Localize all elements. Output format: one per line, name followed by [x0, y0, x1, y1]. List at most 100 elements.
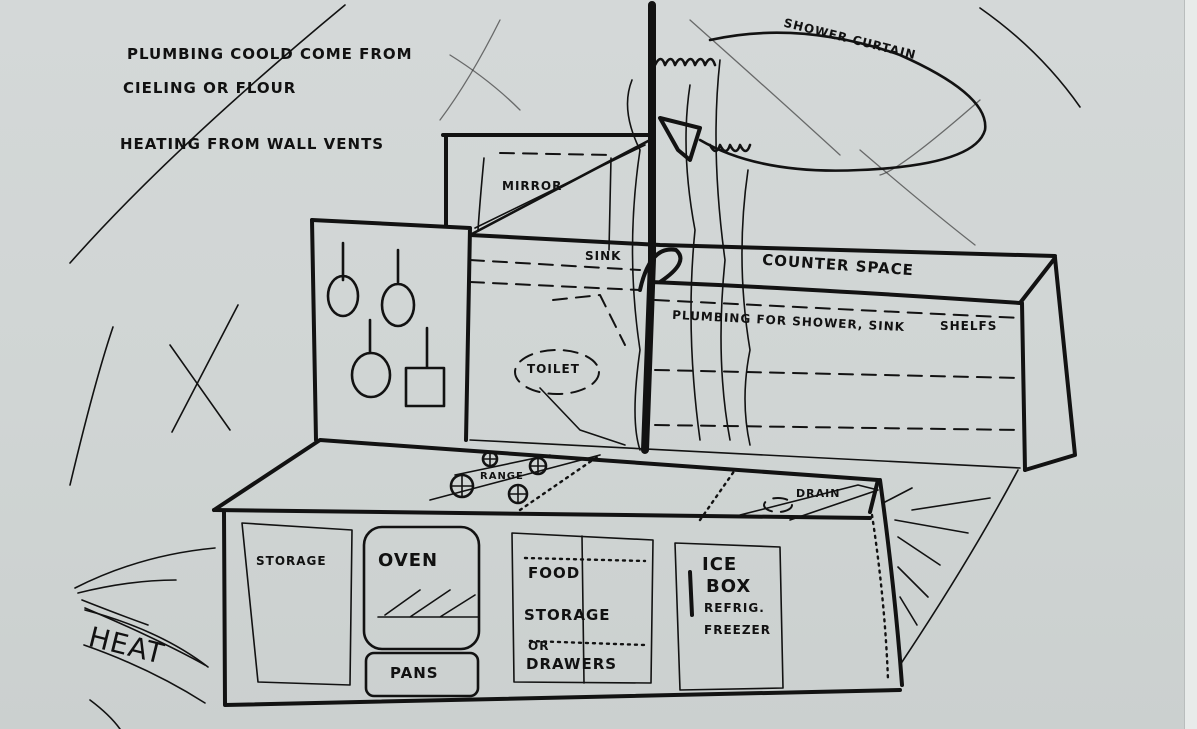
mirror-right: [608, 157, 612, 251]
label-drawers: Drawers: [526, 655, 618, 673]
label-pans: Pans: [390, 664, 439, 682]
guide-bottom-1: [74, 547, 216, 589]
guide-x-1: [169, 344, 231, 431]
counter-block: [468, 233, 1077, 472]
curtain-ellipse: [698, 31, 987, 172]
toilet-bowl: [514, 349, 600, 395]
note-plumbing-line2: cieling or flour: [123, 79, 297, 97]
label-drain: Drain: [796, 487, 841, 500]
label-toilet: Toilet: [527, 362, 580, 376]
label-refrig: Refrig.: [704, 601, 765, 615]
shelf-line-5: [654, 424, 1021, 431]
shelf-line-1: [469, 259, 641, 271]
drain-dotted-1: [698, 468, 737, 522]
ray-4: [897, 536, 941, 566]
label-shelfs: Shelfs: [940, 319, 998, 333]
label-range: Range: [480, 471, 524, 482]
oven-door: [362, 525, 481, 651]
ray-6: [899, 596, 918, 626]
oven-window-hatch: [377, 589, 479, 618]
counter-base: [469, 439, 1021, 469]
guide-faint-1: [449, 54, 521, 111]
range-guide-1: [429, 454, 601, 501]
guide-bottom-5: [89, 699, 121, 729]
guide-faint-4: [859, 149, 976, 246]
ray-3: [894, 519, 969, 534]
countertop-front: [212, 508, 872, 520]
burner-icon: [528, 456, 548, 476]
curtain-fold-1: [626, 79, 641, 451]
kitchen-unit: [212, 438, 904, 707]
shelf-line-4: [654, 369, 1021, 379]
ray-5: [897, 566, 929, 598]
guide-right-diag: [899, 469, 1019, 666]
ray-2: [911, 497, 991, 511]
toilet-sketch: [514, 294, 626, 446]
pans-drawer: [364, 651, 480, 698]
note-plumbing-line1: Plumbing coold come from: [127, 45, 413, 63]
label-food-storage: Storage: [524, 606, 611, 624]
counter-top-back: [468, 233, 1057, 258]
toilet-base: [539, 387, 626, 446]
toilet-tank: [552, 294, 626, 346]
curtain-fold-3: [715, 59, 731, 441]
sink-faucet: [638, 247, 683, 292]
label-box: Box: [706, 576, 752, 597]
mirror-panel: [441, 133, 652, 251]
mirror-diagonal-2: [474, 144, 646, 229]
food-shelf-dot-1: [523, 556, 647, 563]
pegboard-outline: [310, 218, 472, 442]
counter-front-edge: [1020, 301, 1027, 472]
countertop-back: [212, 438, 880, 514]
unit-right-edge: [878, 478, 904, 687]
note-heating: Heating from wall vents: [120, 135, 385, 153]
curtain-fold-2: [685, 84, 701, 441]
curtain-rings-bottom: [708, 143, 752, 153]
shower-head: [658, 116, 702, 162]
icebox-handle: [688, 570, 694, 617]
counter-side: [1023, 256, 1077, 472]
pan-3-icon: [350, 351, 392, 399]
guide-faint-5: [879, 99, 981, 176]
shelf-line-2: [654, 299, 1021, 319]
guide-bottom-2: [77, 579, 177, 594]
shelf-line-3: [469, 281, 641, 291]
curtain-fold-4: [741, 169, 751, 446]
guide-left-curve: [69, 326, 114, 486]
heat-line-2: [83, 644, 206, 704]
label-freezer: Freezer: [704, 623, 771, 637]
paper-edge: [1184, 0, 1197, 729]
spatula-icon: [404, 366, 446, 408]
unit-right-dotted: [870, 513, 890, 682]
counter-top-front: [648, 256, 1057, 305]
label-or: or: [528, 639, 550, 653]
pegboard: [310, 218, 472, 442]
mirror-diagonal-1: [468, 138, 652, 237]
storage-door: [241, 522, 353, 686]
guide-arc-right: [979, 7, 1081, 108]
label-storage: Storage: [256, 554, 327, 568]
plumbing-pipe: [638, 1, 702, 454]
range-dotted: [518, 453, 602, 512]
pegboard-left-edge: [310, 218, 318, 442]
guide-x-2: [171, 304, 239, 433]
heat-line-1: [84, 609, 209, 668]
guide-bottom-3: [81, 599, 149, 626]
icebox-door: [674, 542, 784, 691]
guide-faint-2: [439, 19, 501, 121]
label-ice: Ice: [702, 554, 738, 575]
burner-icon: [507, 483, 529, 505]
burner-icon: [449, 473, 475, 499]
food-shelf-dot-2: [528, 639, 647, 647]
mirror-left: [477, 157, 485, 231]
pan-1-icon: [326, 274, 360, 318]
guide-arc-left: [69, 4, 346, 264]
pan-2-icon: [380, 282, 416, 328]
label-food: Food: [528, 564, 581, 582]
label-oven: Oven: [378, 550, 439, 571]
perspective-guides: [69, 4, 1081, 729]
unit-front-outline: [222, 510, 902, 707]
